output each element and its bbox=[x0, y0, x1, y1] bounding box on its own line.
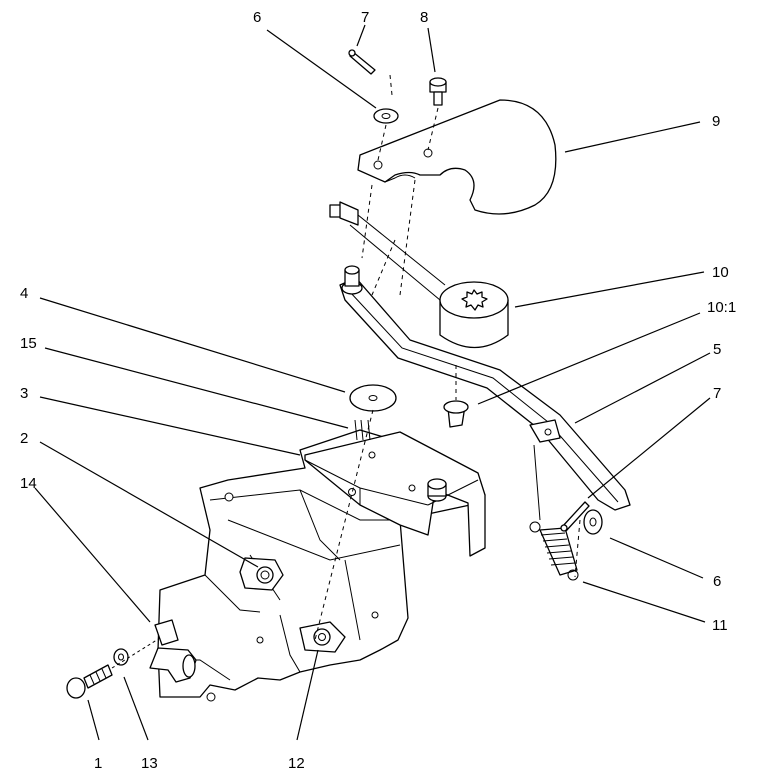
bracket bbox=[304, 431, 486, 557]
connector bbox=[329, 201, 446, 301]
assembly-lines bbox=[314, 74, 581, 641]
bushing bbox=[427, 478, 447, 502]
callout-13: 13 bbox=[141, 755, 158, 772]
cam-plate bbox=[357, 99, 557, 215]
callout-7-top: 7 bbox=[361, 9, 369, 26]
callout-11: 11 bbox=[712, 617, 728, 634]
top-washer bbox=[373, 108, 399, 124]
callout-labels: 6 7 8 9 10 10:1 4 5 15 3 7 2 14 6 11 1 1… bbox=[20, 9, 736, 772]
callout-6-top: 6 bbox=[253, 9, 261, 26]
bolt bbox=[66, 664, 113, 699]
callout-3: 3 bbox=[20, 385, 28, 402]
callout-12: 12 bbox=[288, 755, 305, 772]
callout-5: 5 bbox=[713, 341, 721, 358]
hub bbox=[439, 281, 509, 348]
callout-4: 4 bbox=[20, 285, 28, 302]
callout-14: 14 bbox=[20, 475, 37, 492]
lower-cotter-pin bbox=[560, 501, 590, 532]
mounting-clip bbox=[239, 557, 284, 591]
callout-2: 2 bbox=[20, 430, 28, 447]
callout-9: 9 bbox=[712, 113, 720, 130]
callout-7-lower: 7 bbox=[713, 385, 721, 402]
washer bbox=[113, 648, 129, 666]
plug bbox=[443, 365, 469, 428]
large-washer bbox=[349, 384, 397, 412]
lower-washer bbox=[583, 509, 603, 535]
lower-clip bbox=[299, 621, 346, 653]
callout-6-lower: 6 bbox=[713, 573, 721, 590]
lever-bracket bbox=[149, 619, 197, 683]
callout-8: 8 bbox=[420, 9, 428, 26]
callout-1: 1 bbox=[94, 755, 102, 772]
spring bbox=[529, 444, 579, 581]
top-cotter-pin bbox=[348, 49, 376, 75]
callout-10-1: 10:1 bbox=[707, 299, 736, 316]
pin bbox=[354, 419, 371, 441]
leader-lines bbox=[34, 24, 711, 741]
top-bolt bbox=[429, 77, 447, 106]
callout-15: 15 bbox=[20, 335, 37, 352]
callout-10: 10 bbox=[712, 264, 729, 281]
